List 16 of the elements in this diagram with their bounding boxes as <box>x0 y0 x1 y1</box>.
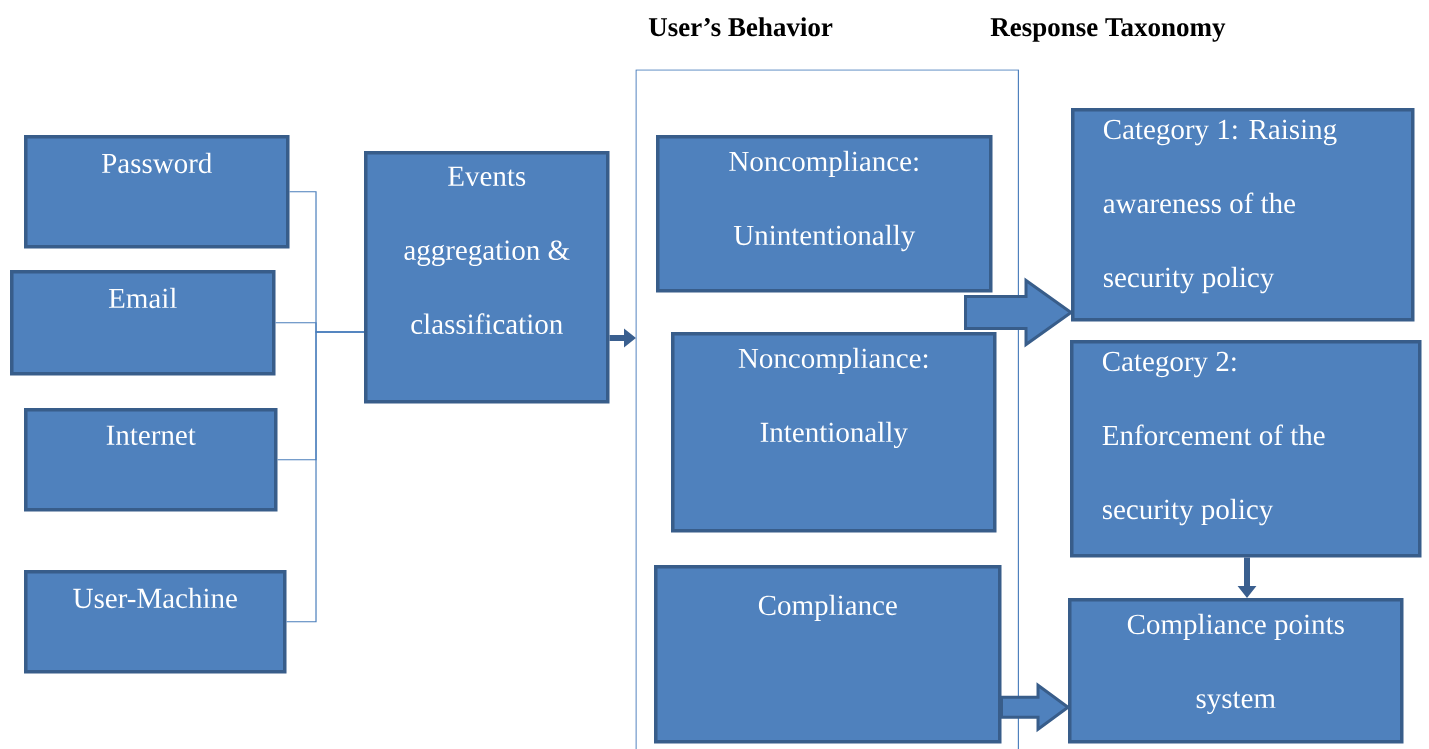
process-box: Compliance <box>654 565 1002 744</box>
block-arrow <box>1000 682 1071 733</box>
process-box: Email <box>10 270 276 376</box>
process-box: Compliance points system <box>1068 598 1404 744</box>
process-box: Noncompliance: Unintentionally <box>656 135 993 293</box>
block-arrow <box>964 277 1074 348</box>
process-box: Events aggregation & classification <box>364 151 610 404</box>
column-heading: Response Taxonomy <box>990 18 1226 42</box>
bracket-line <box>285 331 365 623</box>
process-box: Category 2: Enforcement of the security policy <box>1070 340 1422 558</box>
process-box: User-Machine <box>24 570 287 674</box>
process-box: Password <box>24 135 290 249</box>
process-box: Internet <box>24 408 278 512</box>
process-box: Category 1: Raising awareness of the security policy <box>1071 108 1415 322</box>
column-heading: User’s Behavior <box>648 17 833 37</box>
process-box: Noncompliance: Intentionally <box>671 332 997 533</box>
